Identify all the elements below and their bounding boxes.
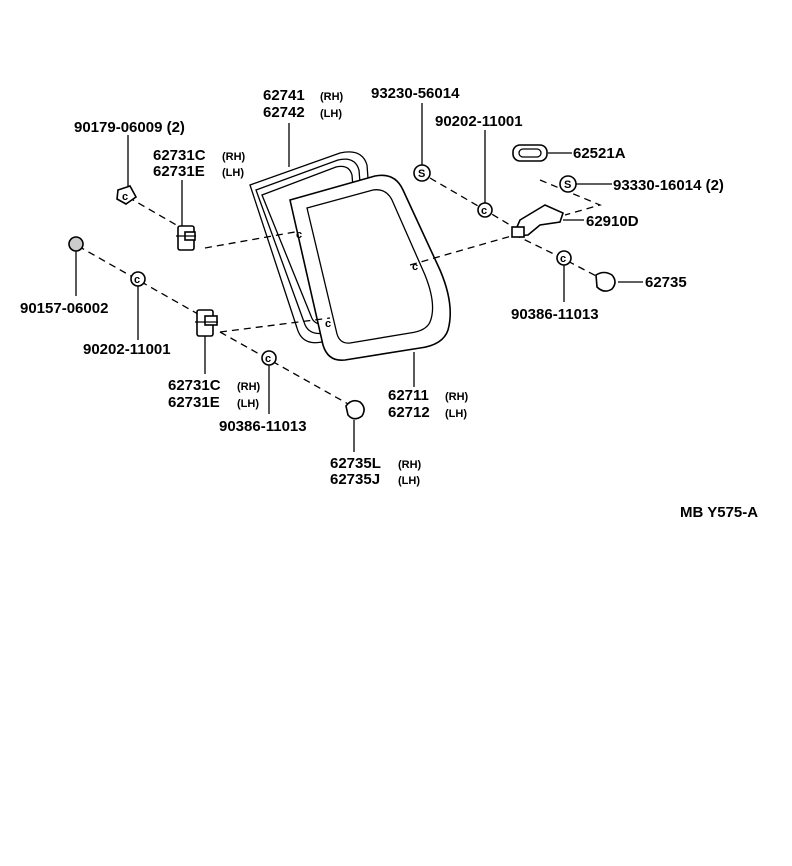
latch[interactable]	[511, 204, 564, 238]
svg-text:c: c	[122, 191, 128, 203]
nut-right-top[interactable]: c	[477, 202, 493, 218]
label-nut-bottom: 90386-11013	[219, 418, 307, 435]
label-upper-hinge-rh-side: (RH)	[222, 151, 246, 163]
label-grommet-left: 90157-06002	[20, 300, 108, 317]
cushion-bottom[interactable]	[345, 399, 365, 420]
label-lower-hinge-rh: 62731C	[168, 377, 221, 394]
assembly-line-latch	[409, 234, 601, 279]
nut-left[interactable]: c	[130, 271, 146, 287]
lower-hinge[interactable]	[195, 309, 218, 337]
label-bolt-top-left: 90179-06009 (2)	[74, 119, 185, 136]
label-lock-cover: 62521A	[573, 145, 626, 162]
svg-text:c: c	[265, 353, 271, 365]
label-glass-lh: 62712	[388, 404, 430, 421]
label-lower-hinge-lh-side: (LH)	[237, 398, 259, 410]
upper-hinge[interactable]	[176, 225, 196, 251]
label-cushion-right: 62735	[645, 274, 687, 291]
label-cushion-bottom-rh-side: (RH)	[398, 459, 422, 471]
assembly-line-upper-hinge	[127, 196, 296, 249]
nut-right-bottom[interactable]: c	[556, 250, 572, 266]
label-cushion-bottom-rh: 62735L	[330, 455, 381, 472]
svg-text:c: c	[134, 274, 140, 286]
label-lower-hinge-lh: 62731E	[168, 394, 220, 411]
label-glass-rh-side: (RH)	[445, 391, 469, 403]
lock-cover[interactable]	[512, 144, 548, 162]
svg-text:S: S	[564, 179, 571, 191]
svg-text:c: c	[560, 253, 566, 265]
svg-text:c: c	[481, 205, 487, 217]
screw-right-symbol[interactable]: S	[559, 175, 577, 193]
quarter-glass[interactable]: c c c	[289, 174, 451, 362]
label-cushion-bottom-lh: 62735J	[330, 471, 380, 488]
assembly-line-top-screw	[429, 177, 516, 229]
label-frame-lh-side: (LH)	[320, 108, 342, 120]
assembly-line-right-screw	[539, 179, 602, 216]
grommet-left[interactable]	[68, 236, 84, 252]
label-frame-rh-side: (RH)	[320, 91, 344, 103]
assembly-line-bottom	[219, 331, 351, 406]
label-cushion-bottom-lh-side: (LH)	[398, 475, 420, 487]
label-nut-right-top: 90202-11001	[435, 113, 523, 130]
label-nut-right-bottom: 90386-11013	[511, 306, 599, 323]
label-glass-lh-side: (LH)	[445, 408, 467, 420]
label-lower-hinge-rh-side: (RH)	[237, 381, 261, 393]
glass-c-mark: c	[412, 261, 418, 273]
label-latch: 62910D	[586, 213, 639, 230]
diagram-code: MB Y575-A	[680, 504, 758, 521]
screw-top-symbol[interactable]: S	[413, 164, 431, 182]
label-screw-right: 93330-16014 (2)	[613, 177, 724, 194]
label-screw-top: 93230-56014	[371, 85, 460, 102]
cushion-right[interactable]	[595, 271, 616, 292]
label-frame-rh: 62741	[263, 87, 305, 104]
nut-bottom[interactable]: c	[261, 350, 277, 366]
label-upper-hinge-lh: 62731E	[153, 163, 205, 180]
label-glass-rh: 62711	[388, 387, 429, 404]
frame-c-mark-lower: c	[325, 318, 331, 330]
bolt-top-left[interactable]: c	[116, 185, 138, 205]
frame-c-mark: c	[296, 229, 302, 241]
label-frame-lh: 62742	[263, 104, 305, 121]
label-upper-hinge-rh: 62731C	[153, 147, 206, 164]
label-nut-left: 90202-11001	[83, 341, 171, 358]
label-upper-hinge-lh-side: (LH)	[222, 167, 244, 179]
svg-text:S: S	[418, 168, 425, 180]
